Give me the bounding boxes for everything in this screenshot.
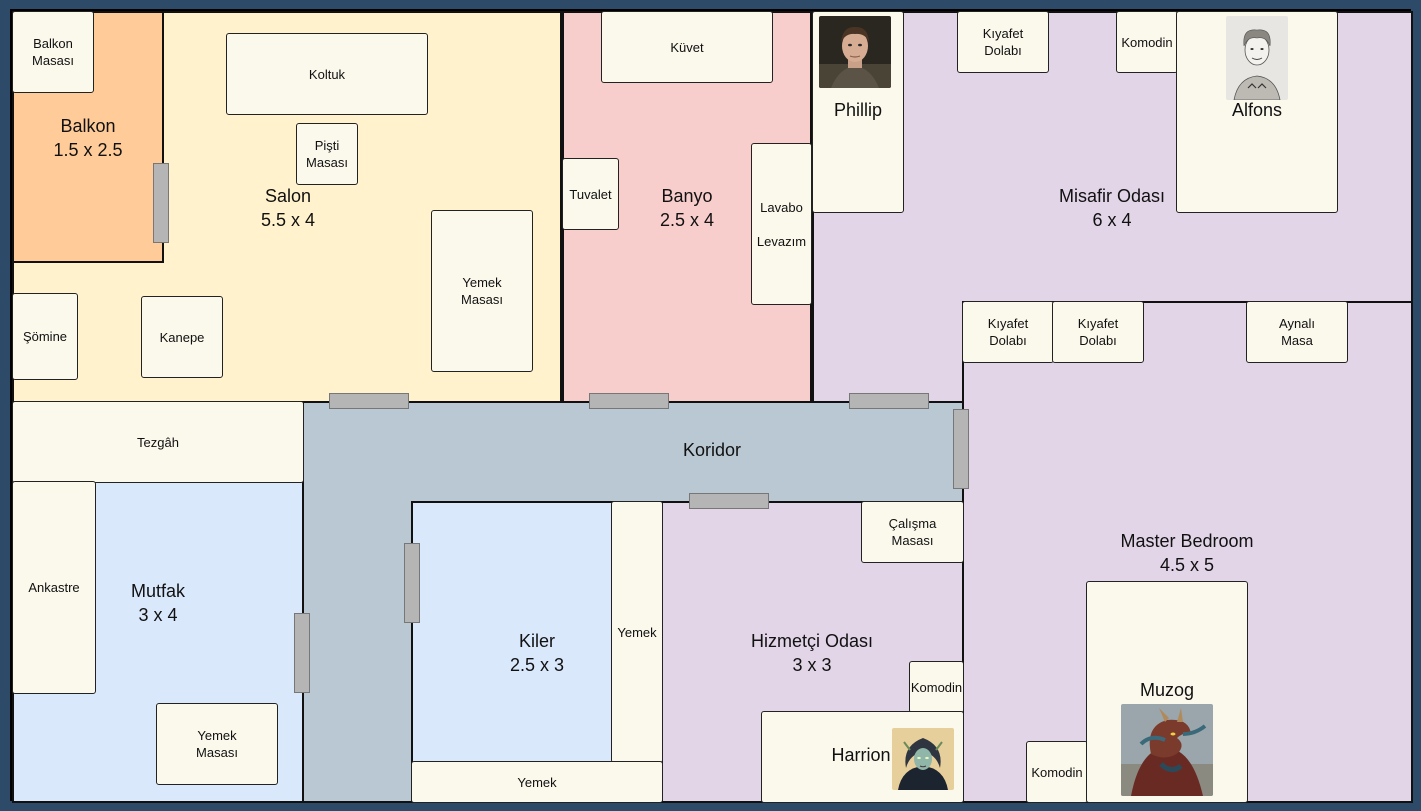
kanepe: Kanepe	[141, 296, 223, 378]
alfons-portrait	[1226, 16, 1288, 100]
misafir-kiyafet-dolabi: Kıyafet Dolabı	[957, 11, 1049, 73]
tuvalet: Tuvalet	[562, 158, 619, 230]
misafir-komodin: Komodin	[1116, 11, 1178, 73]
master-label: Master Bedroom 4.5 x 5	[1120, 529, 1253, 577]
kuvet: Küvet	[601, 11, 773, 83]
door-misafir-koridor[interactable]	[849, 393, 929, 409]
master-kiyafet-dolabi-1: Kıyafet Dolabı	[962, 301, 1054, 363]
misafir-name: Misafir Odası	[1058, 186, 1166, 206]
kiler-yemek-raf-dikey: Yemek	[611, 501, 663, 763]
kiler-name: Kiler	[518, 631, 556, 651]
kiler-yemek-raf-yatay: Yemek	[411, 761, 663, 803]
door-master-koridor[interactable]	[953, 409, 969, 489]
salon-yemek-masasi: Yemek Masası	[431, 210, 533, 372]
balkon-size: 1.5 x 2.5	[53, 140, 123, 160]
door-kiler-koridor[interactable]	[404, 543, 420, 623]
floor-plan: Balkon 1.5 x 2.5 Salon 5.5 x 4 Banyo 2.5…	[10, 9, 1413, 803]
mutfak-yemek-masasi: Yemek Masası	[156, 703, 278, 785]
master-name: Master Bedroom	[1120, 531, 1254, 551]
kiler-size: 2.5 x 3	[509, 655, 565, 675]
koridor-name: Koridor	[682, 440, 742, 460]
salon-label: Salon 5.5 x 4	[261, 184, 315, 232]
balkon-masasi: Balkon Masası	[12, 11, 94, 93]
hizmetci-name: Hizmetçi Odası	[750, 631, 874, 651]
master-kiyafet-dolabi-2: Kıyafet Dolabı	[1052, 301, 1144, 363]
tezgah: Tezgâh	[12, 401, 304, 483]
door-mutfak-koridor[interactable]	[294, 613, 310, 693]
ankastre: Ankastre	[12, 481, 96, 694]
phillip-name: Phillip	[833, 100, 883, 120]
alfons-bed	[1176, 11, 1338, 213]
koltuk: Koltuk	[226, 33, 428, 115]
banyo-size: 2.5 x 4	[659, 210, 715, 230]
mutfak-name: Mutfak	[130, 581, 186, 601]
alfons-name: Alfons	[1231, 100, 1283, 120]
kiler-label: Kiler 2.5 x 3	[510, 629, 564, 677]
balkon-name: Balkon	[60, 116, 116, 136]
pisti-masasi: Pişti Masası	[296, 123, 358, 185]
hizmetci-size: 3 x 3	[792, 655, 832, 675]
balkon-label: Balkon 1.5 x 2.5	[53, 114, 122, 162]
door-salon-koridor[interactable]	[329, 393, 409, 409]
misafir-label: Misafir Odası 6 x 4	[1059, 184, 1165, 232]
salon-size: 5.5 x 4	[260, 210, 316, 230]
calisma-masasi: Çalışma Masası	[861, 501, 964, 563]
phillip-portrait	[819, 16, 891, 88]
lavabo-levazim: Lavabo Levazım	[751, 143, 812, 305]
door-banyo-koridor[interactable]	[589, 393, 669, 409]
salon-name: Salon	[264, 186, 312, 206]
mutfak-size: 3 x 4	[138, 605, 178, 625]
muzog-portrait	[1121, 704, 1213, 796]
door-balkon-salon[interactable]	[153, 163, 169, 243]
koridor-label: Koridor	[683, 438, 741, 462]
banyo-name: Banyo	[661, 186, 713, 206]
muzog-name: Muzog	[1139, 680, 1195, 700]
mutfak-label: Mutfak 3 x 4	[131, 579, 185, 627]
somine: Şömine	[12, 293, 78, 380]
door-hizmetci-koridor[interactable]	[689, 493, 769, 509]
harrion-name: Harrion	[831, 745, 891, 765]
hizmetci-label: Hizmetçi Odası 3 x 3	[751, 629, 873, 677]
hizmetci-komodin: Komodin	[909, 661, 964, 713]
master-komodin: Komodin	[1026, 741, 1088, 803]
harrion-portrait	[892, 728, 954, 790]
misafir-size: 6 x 4	[1092, 210, 1132, 230]
master-size: 4.5 x 5	[1159, 555, 1215, 575]
aynali-masa: Aynalı Masa	[1246, 301, 1348, 363]
banyo-label: Banyo 2.5 x 4	[660, 184, 714, 232]
